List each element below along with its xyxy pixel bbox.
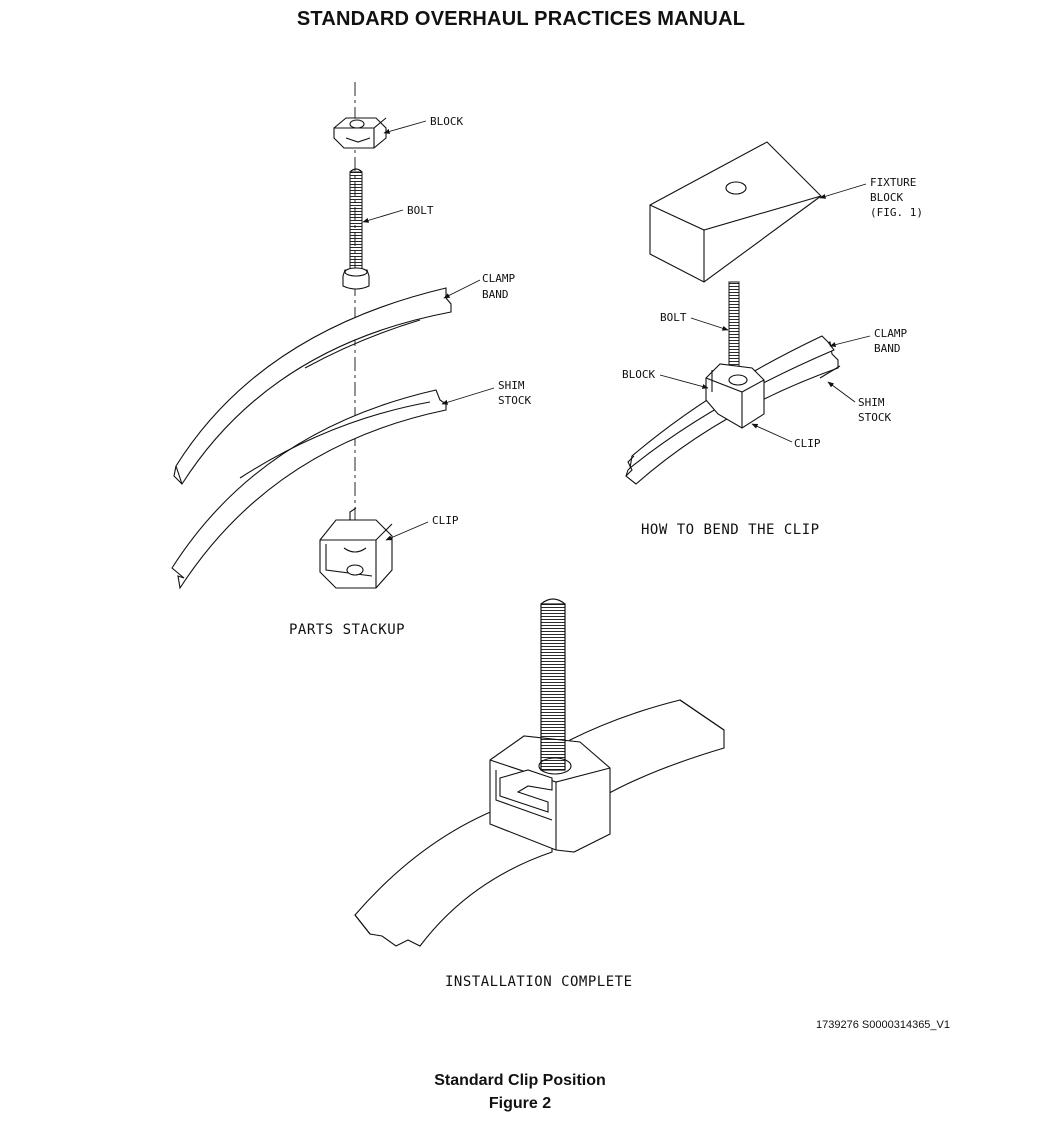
label-bolt: BOLT: [407, 204, 434, 217]
reference-id: 1739276 S0000314365_V1: [816, 1019, 950, 1031]
label-fixture-block-3: (FIG. 1): [870, 206, 923, 219]
label-bend-shim-stock-2: STOCK: [858, 411, 891, 424]
block-part: [333, 117, 387, 149]
label-clip: CLIP: [432, 514, 459, 527]
shim-stock-part: [171, 389, 447, 590]
figure-number: Figure 2: [488, 1095, 552, 1112]
caption-parts-stackup: PARTS STACKUP: [289, 622, 405, 638]
label-bend-bolt: BOLT: [660, 311, 687, 324]
label-clamp-band-1: CLAMP: [482, 272, 515, 285]
installation-drawing: INSTALLATION COMPLETE: [354, 598, 725, 990]
label-bend-clip: CLIP: [794, 437, 821, 450]
installed-bolt-part: [540, 598, 566, 771]
label-bend-clamp-band-1: CLAMP: [874, 327, 907, 340]
label-shim-stock-2: STOCK: [498, 394, 531, 407]
label-fixture-block-2: BLOCK: [870, 191, 903, 204]
label-fixture-block-1: FIXTURE: [870, 176, 916, 189]
fixture-block-part: [649, 141, 822, 283]
label-shim-stock-1: SHIM: [498, 379, 525, 392]
bolt-part: [342, 168, 370, 290]
parts-stackup-drawing: BLOCK BOLT CLAMP BAND SHIM STOCK CLIP PA…: [171, 82, 531, 638]
page-title: STANDARD OVERHAUL PRACTICES MANUAL: [296, 8, 746, 30]
label-block: BLOCK: [430, 115, 463, 128]
label-bend-clamp-band-2: BAND: [874, 342, 901, 355]
caption-installation-complete: INSTALLATION COMPLETE: [445, 974, 633, 990]
caption-how-to-bend: HOW TO BEND THE CLIP: [641, 522, 820, 538]
label-clamp-band-2: BAND: [482, 288, 509, 301]
figure-title: Standard Clip Position: [434, 1072, 606, 1089]
label-bend-shim-stock-1: SHIM: [858, 396, 885, 409]
label-bend-block: BLOCK: [622, 368, 655, 381]
clip-part: [319, 507, 393, 589]
bend-clip-drawing: FIXTURE BLOCK (FIG. 1) BOLT CLAMP BAND B…: [622, 141, 923, 538]
clamp-band-part: [173, 287, 452, 485]
bend-clip-part: [705, 363, 765, 429]
